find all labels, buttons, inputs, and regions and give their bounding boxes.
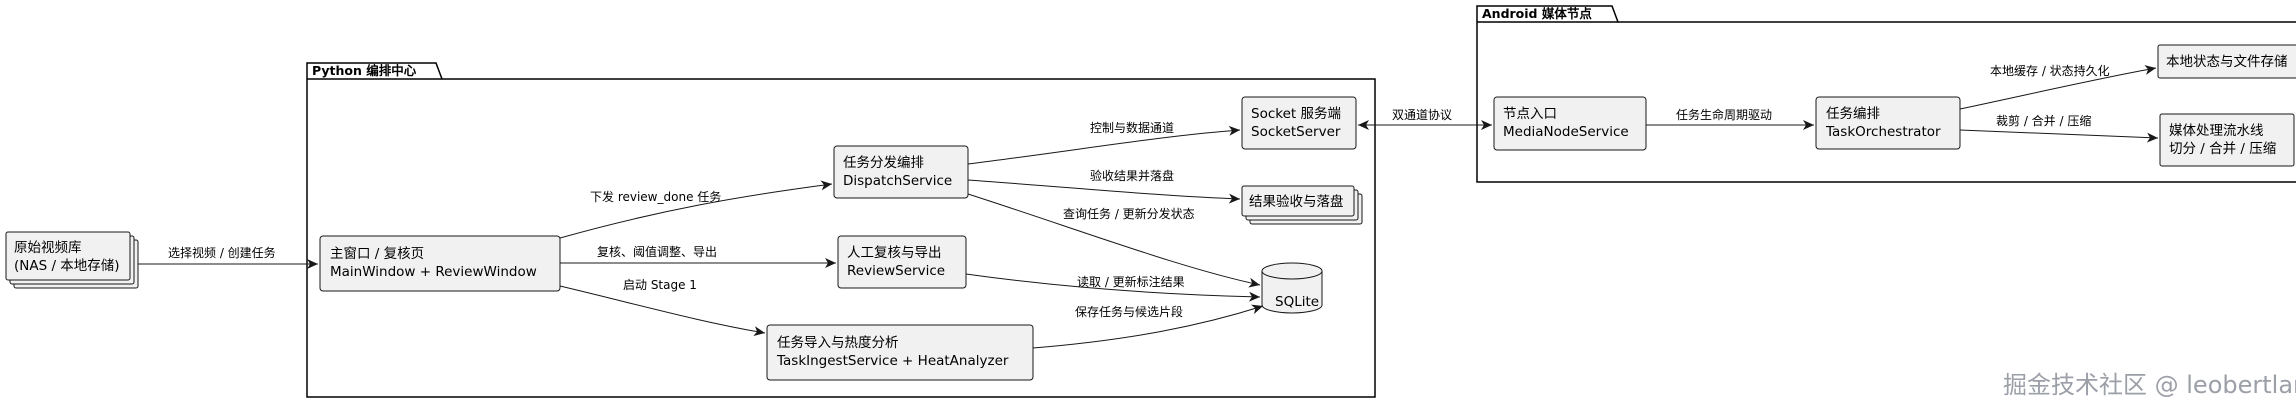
label-dispatch-review-done: 下发 review_done 任务 [590, 189, 721, 204]
label-start-stage1: 启动 Stage 1 [623, 278, 697, 292]
package-python-title: Python 编排中心 [312, 63, 417, 78]
socket-line-1: Socket 服务端 [1251, 106, 1341, 122]
node-main-window: 主窗口 / 复核页 MainWindow + ReviewWindow [319, 235, 561, 292]
label-local-cache: 本地缓存 / 状态持久化 [1990, 63, 2110, 78]
node-media-pipeline: 媒体处理流水线 切分 / 合并 / 压缩 [2159, 113, 2295, 167]
ingest-line-2: TaskIngestService + HeatAnalyzer [776, 353, 1009, 369]
edge-save-segments [1032, 304, 1264, 349]
main-window-line-2: MainWindow + ReviewWindow [330, 264, 537, 280]
source-line-1: 原始视频库 [14, 240, 82, 256]
node-task-ingest: 任务导入与热度分析 TaskIngestService + HeatAnalyz… [766, 324, 1034, 381]
watermark-text: 掘金技术社区 @ leobertlan [2003, 371, 2296, 399]
result-line-1: 结果验收与落盘 [1249, 193, 1344, 210]
edge-control-channel [967, 125, 1241, 165]
edges [138, 65, 2159, 349]
label-trim-merge: 裁剪 / 合并 / 压缩 [1996, 113, 2091, 128]
label-control-channel: 控制与数据通道 [1090, 120, 1174, 135]
pipeline-line-2: 切分 / 合并 / 压缩 [2169, 141, 2276, 157]
node-socket-server: Socket 服务端 SocketServer [1241, 96, 1357, 150]
review-line-1: 人工复核与导出 [847, 244, 942, 261]
package-python: Python 编排中心 [306, 62, 1376, 398]
edge-trim-merge [1959, 129, 2159, 143]
ingest-line-1: 任务导入与热度分析 [777, 335, 899, 351]
edge-local-cache [1959, 65, 2157, 110]
edge-start-stage1 [559, 285, 766, 337]
node-result-acceptance: 结果验收与落盘 [1241, 185, 1363, 225]
edge-read-annotation [965, 273, 1261, 302]
label-review-adjust: 复核、阈值调整、导出 [597, 244, 717, 259]
label-lifecycle: 任务生命周期驱动 [1676, 107, 1772, 122]
dispatch-line-1: 任务分发编排 [843, 155, 924, 171]
package-android-title: Android 媒体节点 [1482, 6, 1592, 21]
media-node-line-2: MediaNodeService [1503, 124, 1629, 140]
socket-line-2: SocketServer [1251, 124, 1341, 140]
label-save-segments: 保存任务与候选片段 [1075, 304, 1183, 319]
edge-accept-result [967, 179, 1241, 204]
label-accept-result: 验收结果并落盘 [1090, 168, 1174, 183]
pipeline-line-1: 媒体处理流水线 [2169, 123, 2264, 139]
local-state-line-1: 本地状态与文件存储 [2166, 54, 2288, 70]
edge-dispatch-review-done [559, 180, 833, 239]
review-line-2: ReviewService [847, 263, 945, 279]
sqlite-label: SQLite [1275, 294, 1319, 310]
node-review-service: 人工复核与导出 ReviewService [837, 235, 967, 289]
node-local-state-storage: 本地状态与文件存储 [2157, 44, 2296, 79]
node-task-orchestrator: 任务编排 TaskOrchestrator [1815, 96, 1961, 150]
edge-labels: 选择视频 / 创建任务 下发 review_done 任务 复核、阈值调整、导出… [168, 63, 2110, 319]
node-source-video-library: 原始视频库 (NAS / 本地存储) [5, 231, 139, 289]
label-dual-channel: 双通道协议 [1392, 107, 1452, 122]
label-select-video: 选择视频 / 创建任务 [168, 245, 276, 260]
package-android: Android 媒体节点 [1476, 5, 2296, 183]
source-line-2: (NAS / 本地存储) [14, 258, 120, 274]
node-dispatch-service: 任务分发编排 DispatchService [833, 145, 969, 199]
main-window-line-1: 主窗口 / 复核页 [330, 245, 424, 262]
media-node-line-1: 节点入口 [1503, 106, 1557, 122]
node-media-node-service: 节点入口 MediaNodeService [1493, 96, 1647, 151]
orchestrator-line-1: 任务编排 [1826, 106, 1880, 122]
dispatch-line-2: DispatchService [843, 173, 952, 189]
node-sqlite-database: SQLite [1261, 262, 1323, 314]
orchestrator-line-2: TaskOrchestrator [1825, 124, 1941, 140]
label-read-annotation: 读取 / 更新标注结果 [1077, 274, 1185, 289]
label-query-task: 查询任务 / 更新分发状态 [1063, 206, 1195, 221]
edge-query-task [967, 193, 1261, 288]
